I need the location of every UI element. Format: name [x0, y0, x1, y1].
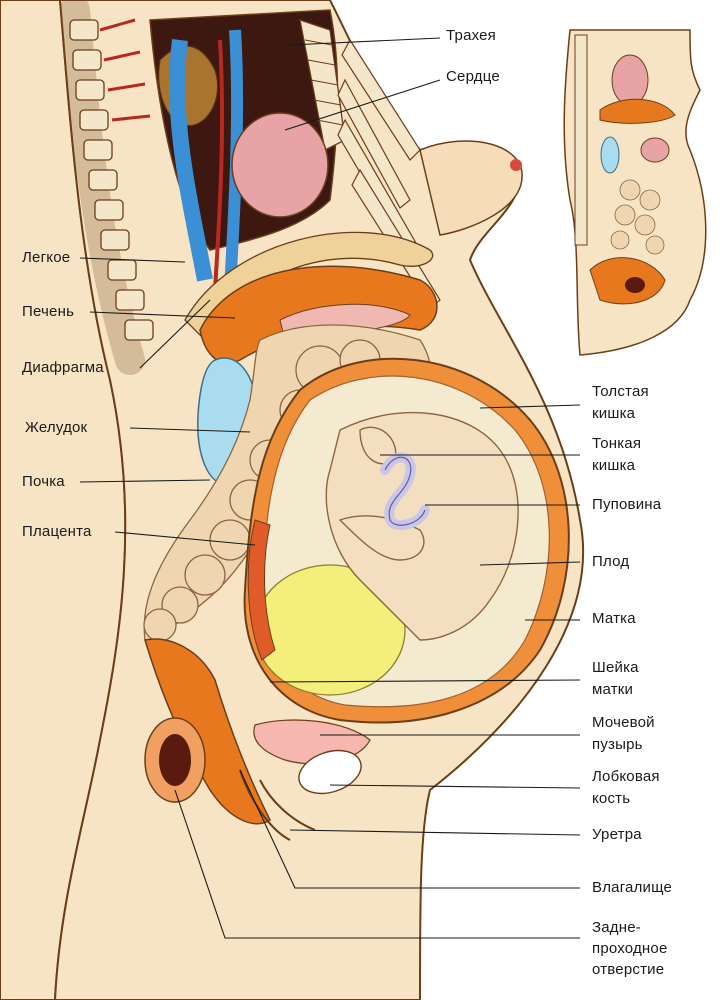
label-liver: Печень	[22, 303, 75, 320]
breast	[419, 140, 523, 236]
label-cervix: Шейка матки	[592, 659, 639, 698]
label-urethra: Уретра	[592, 826, 642, 843]
heart	[231, 112, 329, 218]
placenta	[247, 519, 276, 661]
label-lung: Легкое	[22, 249, 71, 266]
label-umbilical-cord: Пуповина	[592, 496, 662, 513]
label-anus: Задне- проходное отверстие	[592, 919, 668, 978]
label-bladder: Мочевой пузырь	[592, 714, 655, 753]
pelvis	[144, 638, 371, 841]
label-fetus: Плод	[592, 553, 630, 570]
leader-lines	[79, 37, 581, 939]
label-uterus: Матка	[592, 610, 636, 627]
label-heart: Сердце	[446, 68, 500, 85]
ribs	[337, 38, 441, 309]
nipple	[510, 159, 522, 171]
label-colon: Толстая кишка	[592, 383, 649, 422]
label-stomach: Желудок	[25, 419, 88, 436]
label-trachea: Трахея	[446, 27, 497, 44]
label-diaphragm: Диафрагма	[22, 359, 104, 376]
label-small-intestine: Тонкая кишка	[592, 435, 642, 474]
label-pubic-bone: Лобковая кость	[592, 768, 660, 807]
pubic-bone	[298, 749, 362, 795]
label-vagina: Влагалище	[592, 879, 673, 896]
label-kidney: Почка	[22, 473, 65, 490]
label-placenta: Плацента	[22, 523, 92, 540]
inset-figure	[563, 28, 707, 358]
